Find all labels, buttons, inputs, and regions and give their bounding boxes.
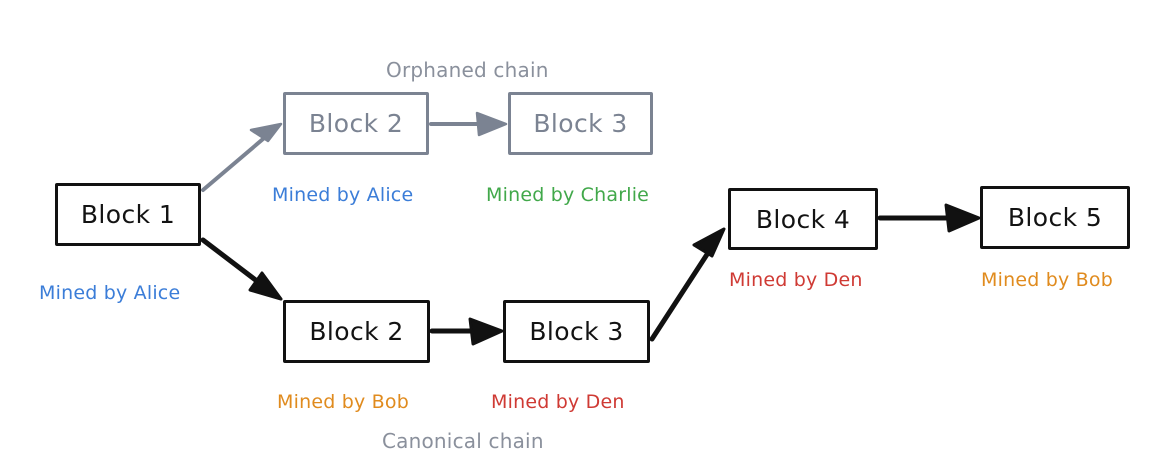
miner-caption-block4: Mined by Den — [729, 269, 863, 291]
miner-caption-canon-block3: Mined by Den — [491, 391, 625, 413]
block-node-canon-block2[interactable]: Block 2 — [283, 300, 430, 363]
block-node-label: Block 2 — [308, 109, 404, 138]
block-node-orphan-block2[interactable]: Block 2 — [283, 92, 429, 155]
block-node-block5[interactable]: Block 5 — [980, 186, 1130, 249]
miner-caption-block1: Mined by Alice — [39, 282, 181, 304]
block-node-label: Block 5 — [1007, 203, 1103, 232]
block-node-orphan-block3[interactable]: Block 3 — [508, 92, 653, 155]
block-node-label: Block 3 — [529, 317, 624, 346]
block-node-block4[interactable]: Block 4 — [728, 188, 878, 250]
block-node-label: Block 4 — [755, 204, 851, 234]
block-node-label: Block 3 — [533, 109, 628, 138]
miner-caption-block5: Mined by Bob — [981, 269, 1113, 291]
block-node-block1[interactable]: Block 1 — [55, 183, 201, 246]
block-node-label: Block 1 — [80, 200, 176, 229]
edge-block1-to-canon-block2 — [200, 237, 283, 301]
edge-block4-to-block5 — [877, 203, 981, 233]
edge-orphan-block2-to-orphan-block3 — [429, 111, 508, 137]
miner-caption-orphan-block2: Mined by Alice — [272, 184, 414, 206]
miner-caption-canon-block2: Mined by Bob — [277, 391, 409, 413]
block-node-canon-block3[interactable]: Block 3 — [503, 300, 650, 363]
canonical-chain-title: Canonical chain — [382, 429, 544, 453]
miner-caption-orphan-block3: Mined by Charlie — [486, 184, 650, 206]
edge-canon-block2-to-canon-block3 — [429, 317, 504, 346]
edge-canon-block3-to-block4 — [649, 227, 726, 342]
orphaned-chain-title: Orphaned chain — [386, 58, 549, 82]
edge-block1-to-orphan-block2 — [201, 122, 283, 192]
block-node-label: Block 2 — [309, 317, 404, 346]
